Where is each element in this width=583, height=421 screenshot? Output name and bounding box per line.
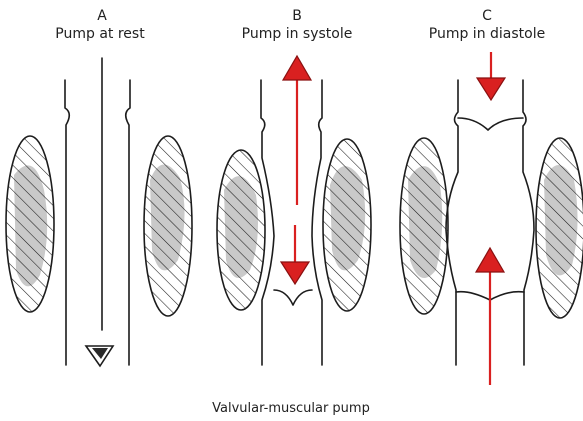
panel-c-letter: C: [482, 8, 492, 24]
panel-c-heading: C Pump in diastole: [429, 8, 545, 42]
panel-b-letter: B: [292, 8, 302, 24]
panel-b: [210, 56, 378, 365]
panel-c-flow-up: [476, 248, 504, 385]
panel-b-muscle-right: [318, 130, 378, 320]
diagram-caption: Valvular-muscular pump: [212, 401, 370, 416]
panel-c: [395, 52, 583, 385]
panel-b-title: Pump in systole: [242, 26, 353, 42]
panel-a-vein-walls: [65, 58, 130, 365]
panel-a-heading: A Pump at rest: [55, 8, 145, 42]
panel-a-title: Pump at rest: [55, 26, 145, 42]
panel-a-letter: A: [97, 8, 107, 24]
panel-a-muscle-left: [0, 130, 60, 320]
panel-a-flow-arrowhead: [86, 346, 113, 366]
panel-b-muscle-left: [210, 140, 272, 320]
panel-c-flow-down: [477, 52, 505, 100]
panel-a: [0, 58, 200, 366]
panel-b-flow-down: [281, 225, 309, 284]
panel-b-heading: B Pump in systole: [242, 8, 353, 42]
panel-c-title: Pump in diastole: [429, 26, 545, 42]
panel-c-muscle-right: [532, 130, 583, 320]
panel-a-muscle-right: [140, 130, 200, 320]
panel-b-vein-walls: [261, 80, 322, 365]
panel-b-flow-up: [283, 56, 311, 205]
